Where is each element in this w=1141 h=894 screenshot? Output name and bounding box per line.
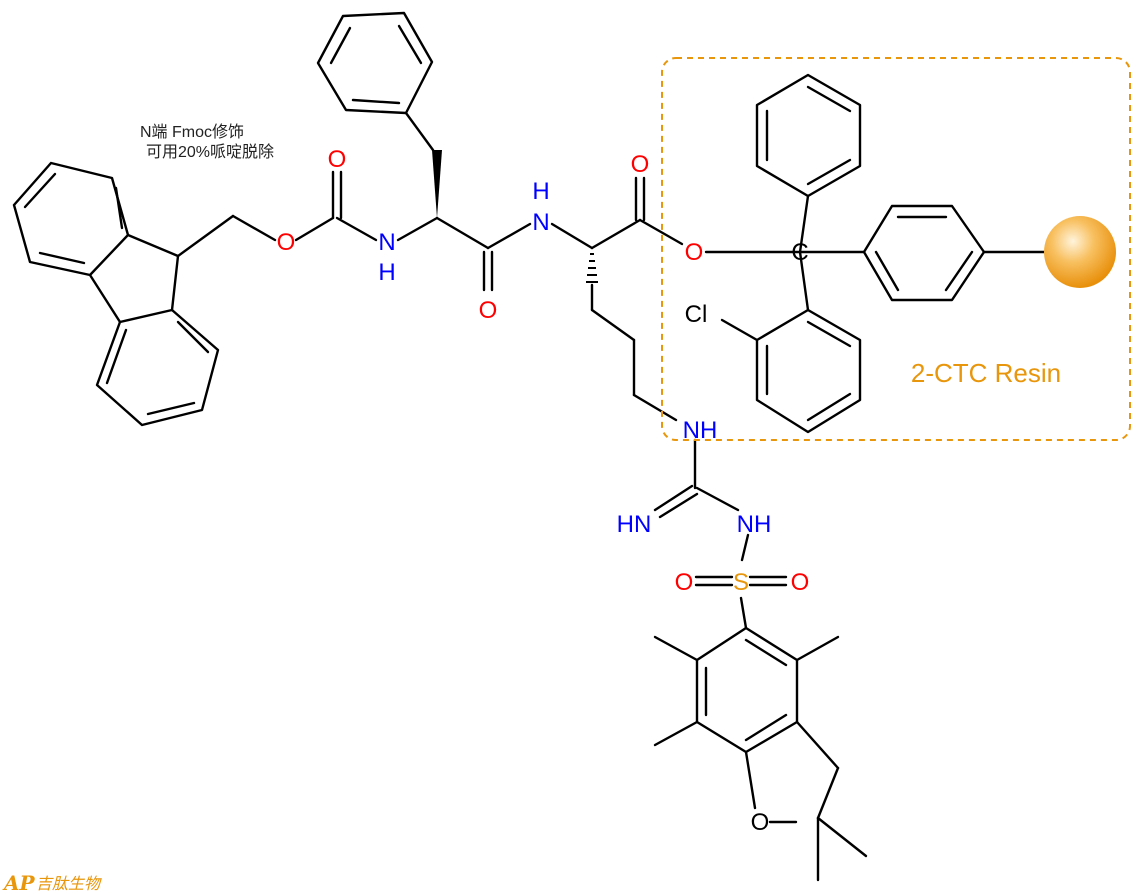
fmoc-note-line2: 可用20%哌啶脱除 (146, 143, 274, 161)
fluorene-bottom-ring (95, 308, 220, 427)
arg-amide-nitrogen: N (532, 209, 549, 236)
sulfonyl-sulfur: S (733, 569, 749, 596)
carbamate-carbonyl-oxygen: O (328, 146, 347, 173)
phe-wedge-bond (432, 150, 442, 218)
carbamate-ester-oxygen: O (277, 229, 296, 256)
trityl-right-phenyl (862, 204, 986, 302)
trityl-upper-phenyl (755, 73, 862, 198)
phe-amide-nitrogen: N (378, 229, 395, 256)
fluorene-five-ring (88, 233, 180, 324)
ester-carbonyl-oxygen: O (631, 151, 650, 178)
bonds (12, 11, 1046, 882)
sulfonyl-oxygen-right: O (791, 569, 810, 596)
guanidine-nh: NH (737, 511, 772, 538)
guanidine-imine-hn: HN (617, 511, 652, 538)
trityl-chlorophenyl (755, 308, 862, 434)
chlorine-atom: Cl (685, 301, 708, 328)
phe-phenyl-ring (316, 11, 434, 115)
sulfonyl-oxygen-left: O (675, 569, 694, 596)
furan-oxygen: O (751, 809, 770, 836)
trityl-carbon: C (791, 239, 808, 266)
atom-labels: O O N H O H N O O C Cl NH HN NH S O O O (277, 146, 810, 836)
fmoc-note-line1: N端 Fmoc修饰 (140, 123, 244, 141)
resin-highlight-box (661, 57, 1131, 441)
ester-oxygen: O (685, 239, 704, 266)
resin-label: 2-CTC Resin (911, 358, 1061, 388)
phe-carbonyl-oxygen: O (479, 297, 498, 324)
company-name: 吉肽生物 (36, 874, 102, 893)
resin-bead-icon (1044, 216, 1116, 288)
arg-hash-bond (586, 253, 598, 283)
fluorene-left-ring (12, 161, 130, 277)
logo-mark: AP (2, 871, 36, 894)
arg-amide-hydrogen: H (532, 178, 549, 205)
company-logo: AP 吉肽生物 (2, 871, 102, 894)
phe-amide-hydrogen: H (378, 259, 395, 286)
pbf-benzene-ring (695, 626, 799, 754)
